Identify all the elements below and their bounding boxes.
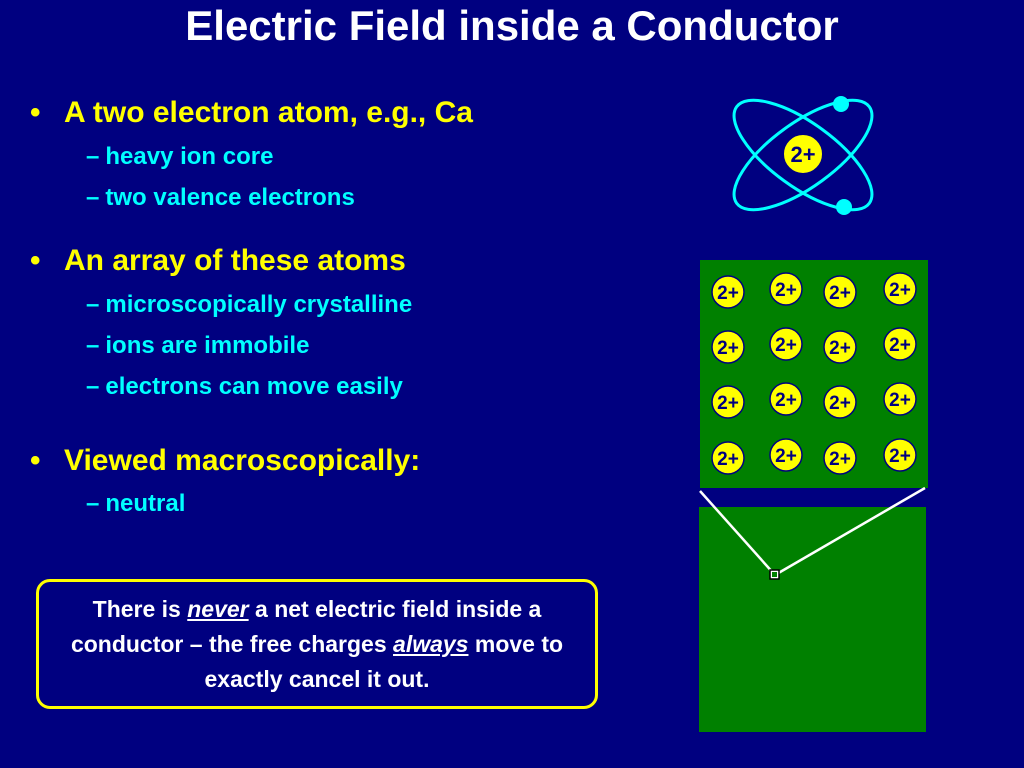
sub-ions-immobile: –ions are immobile: [86, 332, 309, 360]
sub-text: neutral: [105, 490, 186, 517]
ion-label: 2+: [889, 390, 911, 411]
sub-heavy-ion-core: –heavy ion core: [86, 143, 273, 171]
ion-label: 2+: [829, 393, 851, 414]
sub-microscopically-crystalline: –microscopically crystalline: [86, 291, 412, 319]
bullet-array-of-atoms: • An array of these atoms: [30, 244, 406, 278]
zoom-point-inner: [772, 572, 777, 577]
ion: [711, 441, 745, 475]
bullet-two-electron-atom: • A two electron atom, e.g., Ca: [30, 96, 473, 130]
ion: [823, 385, 857, 419]
ion: [883, 327, 917, 361]
ion-core: [782, 133, 824, 175]
bullet-text: Viewed macroscopically:: [64, 444, 421, 477]
sub-two-valence-electrons: –two valence electrons: [86, 184, 355, 212]
dash: –: [86, 291, 100, 318]
ion-label: 2+: [829, 449, 851, 470]
ion-label: 2+: [717, 393, 739, 414]
atom-diagram: 2+: [732, 96, 874, 215]
ion: [711, 330, 745, 364]
ion-label: 2+: [775, 390, 797, 411]
callout-emphasis-never: never: [187, 595, 249, 622]
sub-neutral: –neutral: [86, 490, 185, 518]
dash: –: [86, 332, 100, 359]
ion-label: 2+: [717, 338, 739, 359]
ion: [823, 275, 857, 309]
ion-label: 2+: [829, 283, 851, 304]
sub-text: heavy ion core: [105, 143, 274, 170]
valence-electron: [836, 199, 852, 215]
conductor-block: [699, 507, 926, 732]
ion: [769, 327, 803, 361]
callout-text: There is never a net electric field insi…: [39, 592, 595, 697]
ion-label: 2+: [889, 335, 911, 356]
callout-part1: There is: [92, 595, 188, 622]
ion-grid: 2+ 2+ 2+ 2+ 2+ 2+ 2+ 2+ 2+ 2+ 2+ 2+ 2+ 2+ 2+ 2+: [711, 272, 917, 475]
zoom-line-left: [699, 490, 776, 576]
sub-text: electrons can move easily: [105, 373, 403, 400]
ion-label: 2+: [717, 283, 739, 304]
sub-electrons-move: –electrons can move easily: [86, 373, 403, 401]
bullet-viewed-macroscopically: • Viewed macroscopically:: [30, 444, 420, 478]
zoom-line-right: [774, 486, 926, 577]
bullet-text: A two electron atom, e.g., Ca: [64, 96, 473, 129]
dash: –: [86, 143, 100, 170]
ion: [711, 275, 745, 309]
ion: [769, 382, 803, 416]
valence-electron: [833, 96, 849, 112]
ion-core-label: 2+: [790, 142, 815, 167]
ion-label: 2+: [889, 280, 911, 301]
callout-emphasis-always: always: [393, 630, 469, 657]
bullet-dot: •: [30, 96, 41, 129]
ion-label: 2+: [775, 446, 797, 467]
ion-label: 2+: [829, 338, 851, 359]
ion: [769, 272, 803, 306]
ion: [883, 438, 917, 472]
electron-orbit: [732, 98, 874, 212]
ion-array: 2+ 2+ 2+ 2+ 2+ 2+ 2+ 2+ 2+ 2+ 2+ 2+ 2+ 2+ 2+ 2+: [700, 260, 928, 488]
ion-label: 2+: [889, 446, 911, 467]
slide-title: Electric Field inside a Conductor: [185, 2, 839, 49]
ion-label: 2+: [775, 280, 797, 301]
ion: [823, 330, 857, 364]
ion: [883, 382, 917, 416]
ion: [769, 438, 803, 472]
ion: [883, 272, 917, 306]
callout-part3: move to exactly cancel it out.: [204, 630, 564, 692]
bullet-dot: •: [30, 244, 41, 277]
callout-box: There is never a net electric field insi…: [36, 579, 598, 709]
bullet-dot: •: [30, 444, 41, 477]
ion-label: 2+: [717, 449, 739, 470]
callout-part2: a net electric field inside a conductor …: [70, 595, 542, 657]
dash: –: [86, 490, 100, 517]
dash: –: [86, 373, 100, 400]
bullet-text: An array of these atoms: [64, 244, 406, 277]
sub-text: ions are immobile: [105, 332, 310, 359]
sub-text: two valence electrons: [105, 184, 355, 211]
macroscopic-conductor: [699, 486, 926, 732]
ion: [823, 441, 857, 475]
ion: [711, 385, 745, 419]
ion-label: 2+: [775, 335, 797, 356]
sub-text: microscopically crystalline: [105, 291, 413, 318]
electron-orbit: [732, 98, 874, 212]
dash: –: [86, 184, 100, 211]
